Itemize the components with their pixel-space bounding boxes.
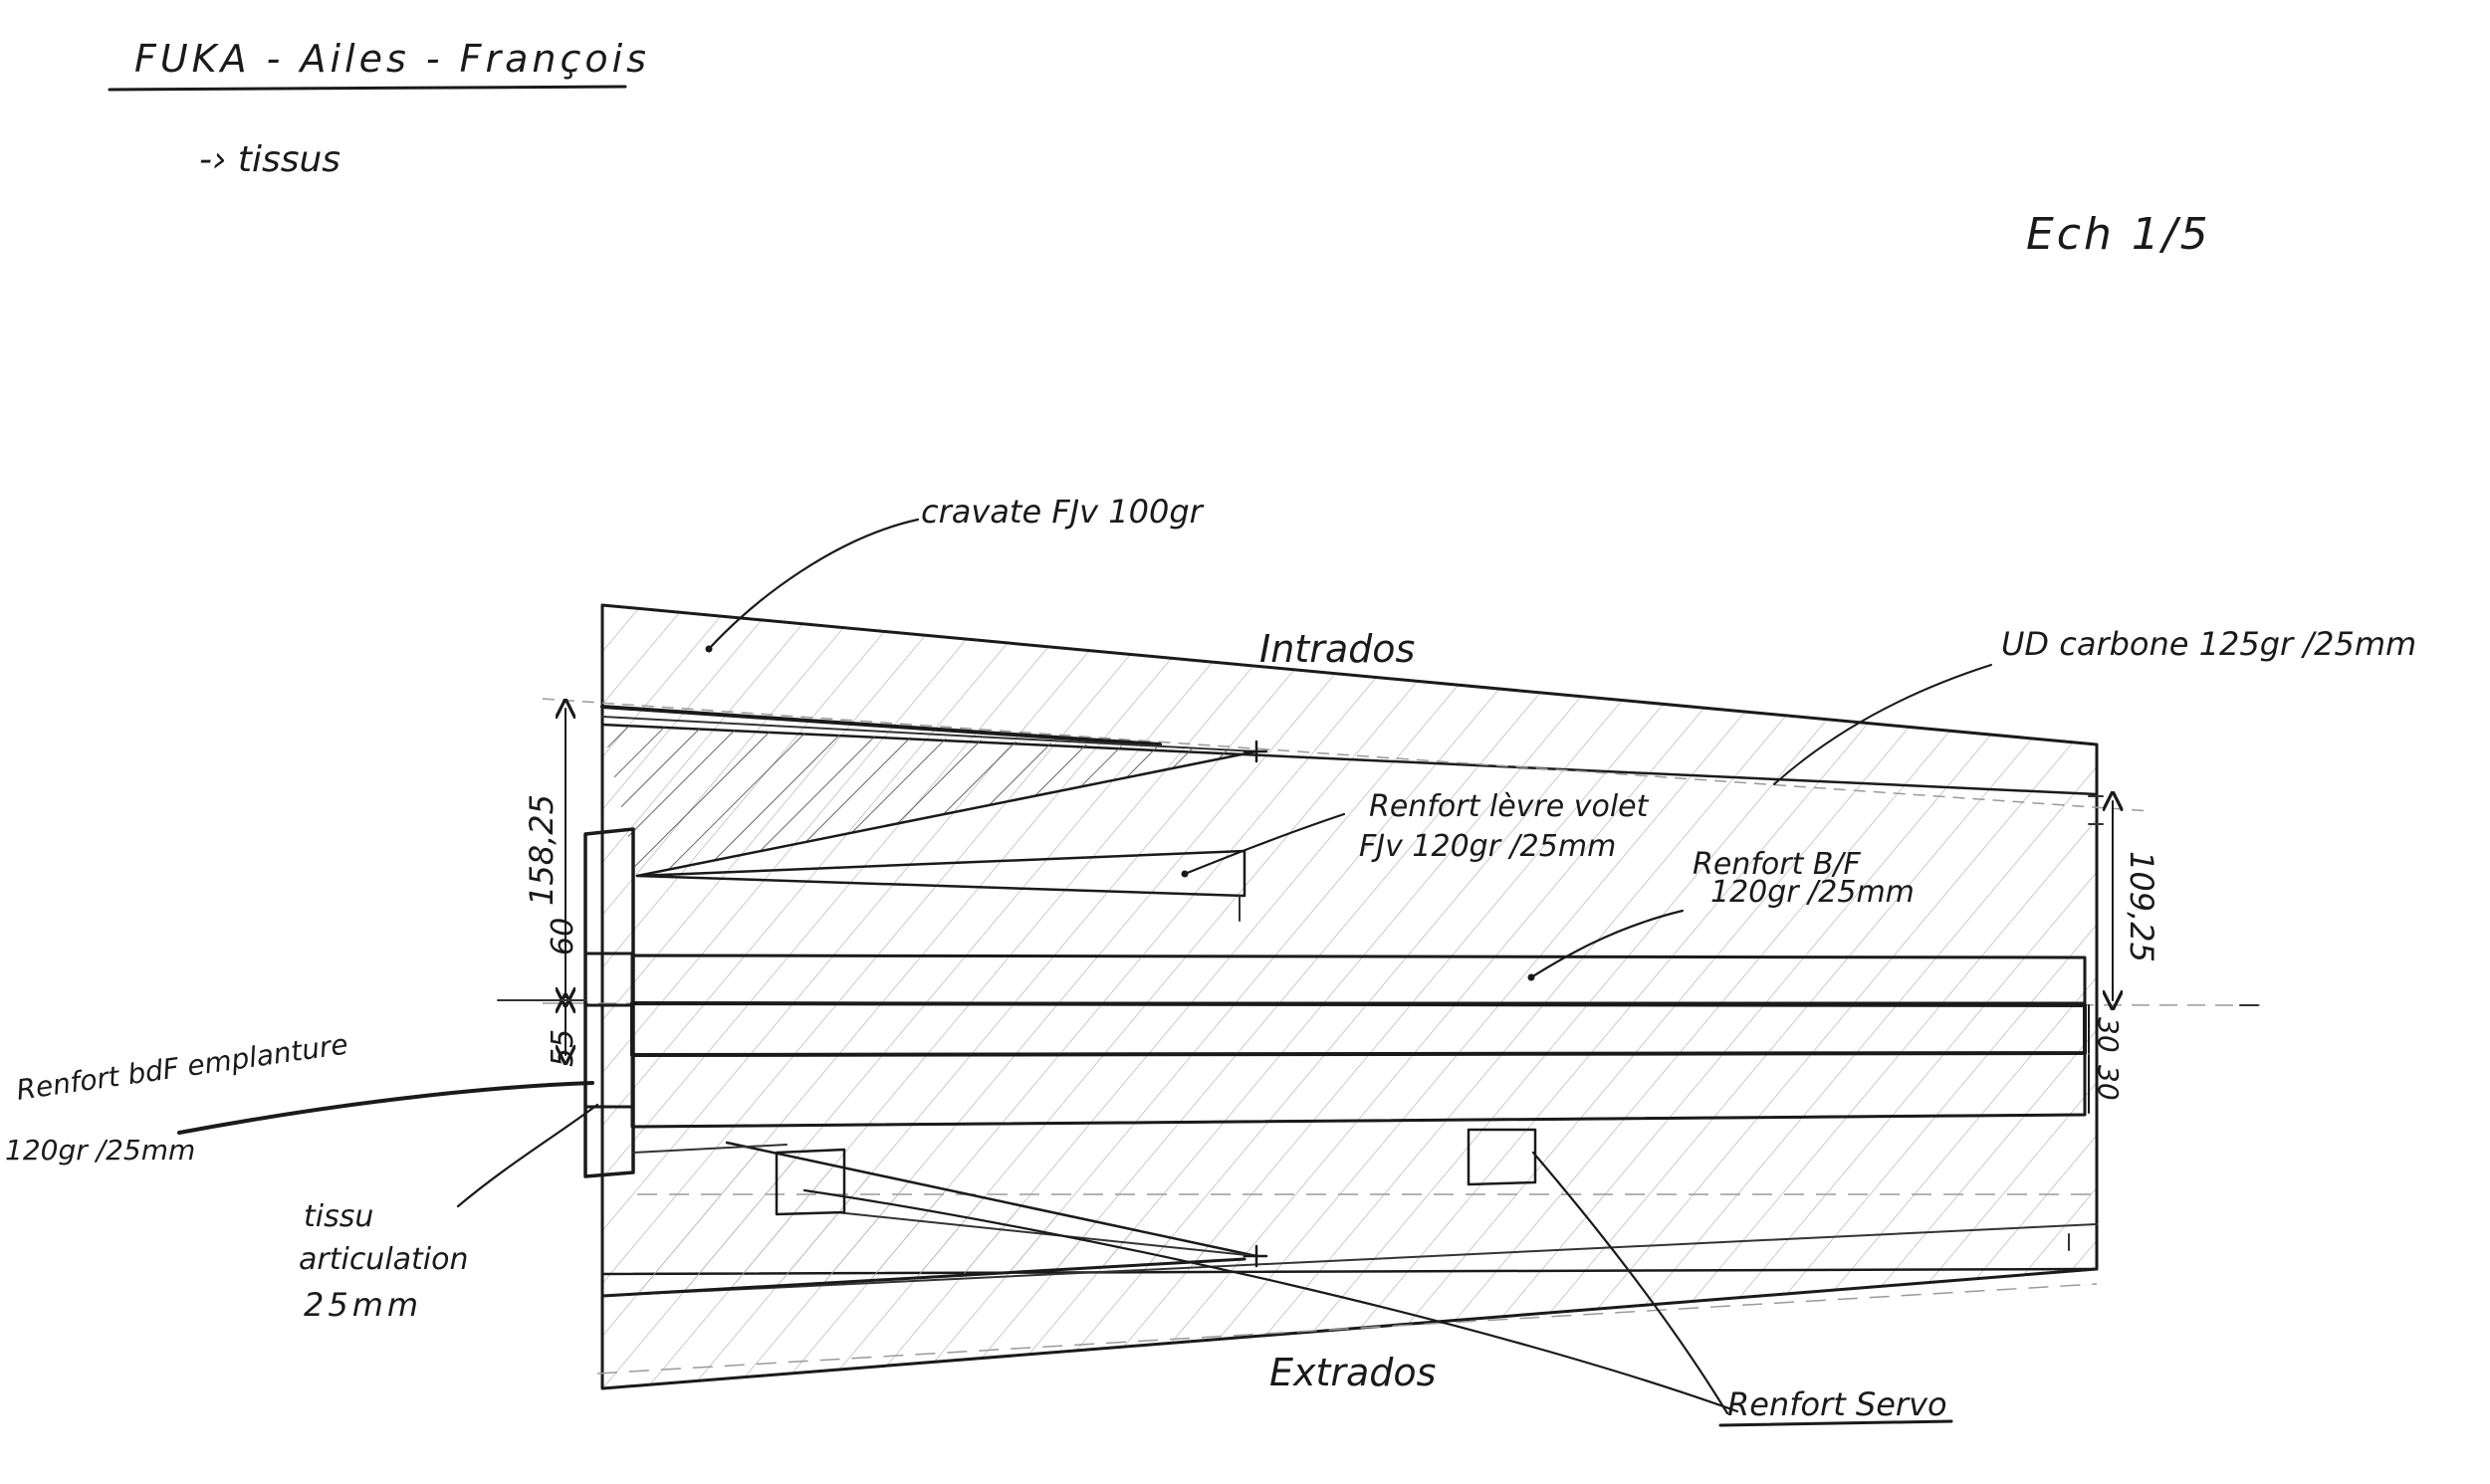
leader-renfort-bf-dot	[1527, 973, 1535, 981]
label-extrados: Extrados	[1269, 1351, 1436, 1394]
leader-ud-carbone	[1773, 664, 1992, 785]
cravate-triangle-edge-3	[601, 716, 1257, 752]
extrados-panel-edge-mid	[601, 1223, 2098, 1297]
articulation-line	[632, 1144, 788, 1154]
dim-left-upper: 158,25	[523, 794, 561, 906]
label-tissu-2: articulation	[299, 1242, 469, 1277]
label-renfort-servo: Renfort Servo	[1727, 1385, 1947, 1423]
scale-label: Ech 1/5	[2026, 209, 2211, 260]
cravate-triangle-edge-2	[635, 749, 1258, 878]
extrados-triangle-edge-3	[600, 1257, 1246, 1298]
label-renfort-bdf-1: Renfort bdF emplanture	[14, 1028, 349, 1107]
leader-tissu	[456, 1103, 599, 1208]
label-intrados: Intrados	[1259, 627, 1415, 671]
cravate-triangle	[602, 725, 1256, 876]
cravate-triangle-edge-1	[600, 705, 1162, 746]
construction-line-4	[596, 1283, 2098, 1375]
label-renfort-levre-1: Renfort lèvre volet	[1369, 789, 1650, 824]
label-ud-carbone: UD carbone 125gr /25mm	[2001, 625, 2416, 663]
label-tissu-3: 25mm	[304, 1286, 422, 1324]
dim-right-upper: 109,25	[2123, 851, 2160, 962]
label-renfort-bf-2: 120gr /25mm	[1710, 875, 1915, 910]
leader-servo-left	[802, 1188, 1739, 1413]
leader-lines	[177, 518, 1992, 1427]
dimension-lines	[497, 709, 2259, 1114]
dim-right-lower: 30	[2092, 1065, 2125, 1101]
renfort-emplanture-bar	[583, 827, 635, 1178]
dim-right-low: 30	[2092, 1017, 2125, 1053]
leader-cravate	[707, 518, 920, 651]
dim-left-mid: 60	[546, 918, 580, 955]
leader-renfort-levre	[1183, 812, 1346, 876]
leader-servo-right	[1531, 1151, 1729, 1415]
extrados-triangle-edge-2	[835, 1211, 1257, 1257]
servo-label-underline	[1718, 1419, 1953, 1427]
drawing-subtitle: -› tissus	[199, 139, 340, 180]
servo-block-left	[775, 1148, 846, 1216]
extrados-triangle	[602, 1143, 1256, 1296]
leader-renfort-bdf	[177, 1081, 594, 1135]
wing-section	[542, 603, 2261, 1390]
spar-lower-edge	[630, 1113, 2087, 1129]
leader-renfort-levre-dot	[1181, 870, 1189, 878]
label-cravate: cravate FJv 100gr	[921, 493, 1205, 530]
label-renfort-bdf-2: 120gr /25mm	[5, 1134, 195, 1166]
leader-renfort-bf	[1529, 909, 1685, 979]
leader-cravate-dot	[705, 645, 713, 653]
servo-block-right	[1467, 1128, 1537, 1186]
drawing-title: FUKA - Ailes - François	[134, 37, 650, 81]
label-tissu-1: tissu	[304, 1199, 373, 1234]
renfort-levre-volet	[635, 849, 1246, 898]
label-renfort-levre-2: FJv 120gr /25mm	[1359, 829, 1616, 864]
label-renfort-bf-1: Renfort B/F	[1693, 847, 1862, 882]
dim-left-low: 55	[546, 1029, 580, 1067]
construction-line-1	[542, 698, 2151, 812]
title-underline	[108, 85, 627, 92]
extrados-triangle-edge-1	[725, 1141, 1258, 1258]
